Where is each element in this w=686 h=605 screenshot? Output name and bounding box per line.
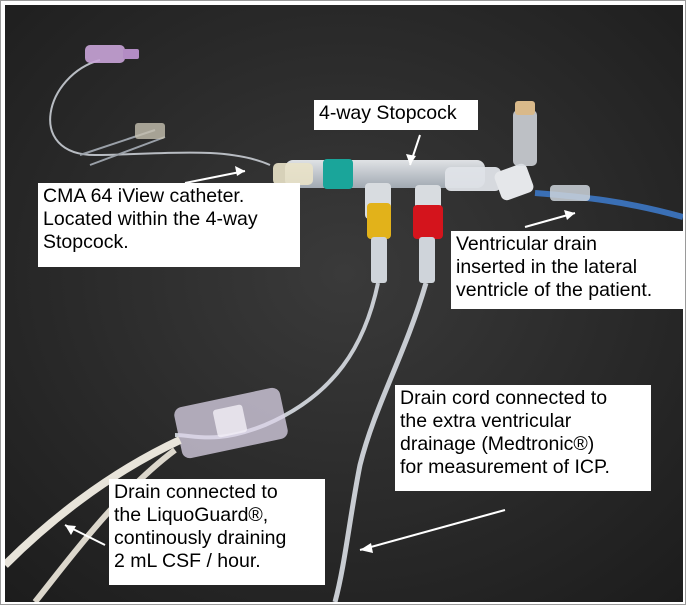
white-cord-2 [32,447,177,602]
stopcock-valve [494,163,534,201]
drain-cord-label: Drain cord connected to the extra ventri… [395,385,651,491]
catheter-arrow-head [235,166,245,176]
ventricular-connector [550,185,590,201]
ventricular-drain-label: Ventricular drain inserted in the latera… [451,231,683,309]
red-port-tip [419,237,435,283]
upper-connector-cap [515,101,535,115]
liquoguard-clamp-window [212,404,248,438]
drain-cord-arrow [359,509,506,551]
stopcock-label: 4-way Stopcock [314,100,478,130]
catheter-label: CMA 64 iView catheter. Located within th… [38,183,300,267]
stopcock-arrow-head [406,154,416,165]
liquoguard-label: Drain connected to the LiquoGuard®, cont… [109,479,325,585]
liquoguard-arrow-head [65,525,76,535]
yellow-connector [367,203,391,239]
red-connector [413,205,443,239]
pink-connector [85,45,125,63]
catheter-loop [49,59,271,166]
catheter-hub [273,163,313,185]
teal-connector [323,159,353,189]
ventricular-arrow-head [564,210,575,220]
pink-connector-tip [123,49,139,59]
catheter-clamp [135,123,165,139]
drain-cord-arrow-head [360,543,373,553]
red-drain-tube [332,282,429,602]
upper-connector [513,110,537,166]
stopcock-right-hub [445,167,501,191]
white-cord-1 [5,436,182,568]
catheter-arrow [184,170,246,184]
yellow-port-tip [371,237,387,283]
